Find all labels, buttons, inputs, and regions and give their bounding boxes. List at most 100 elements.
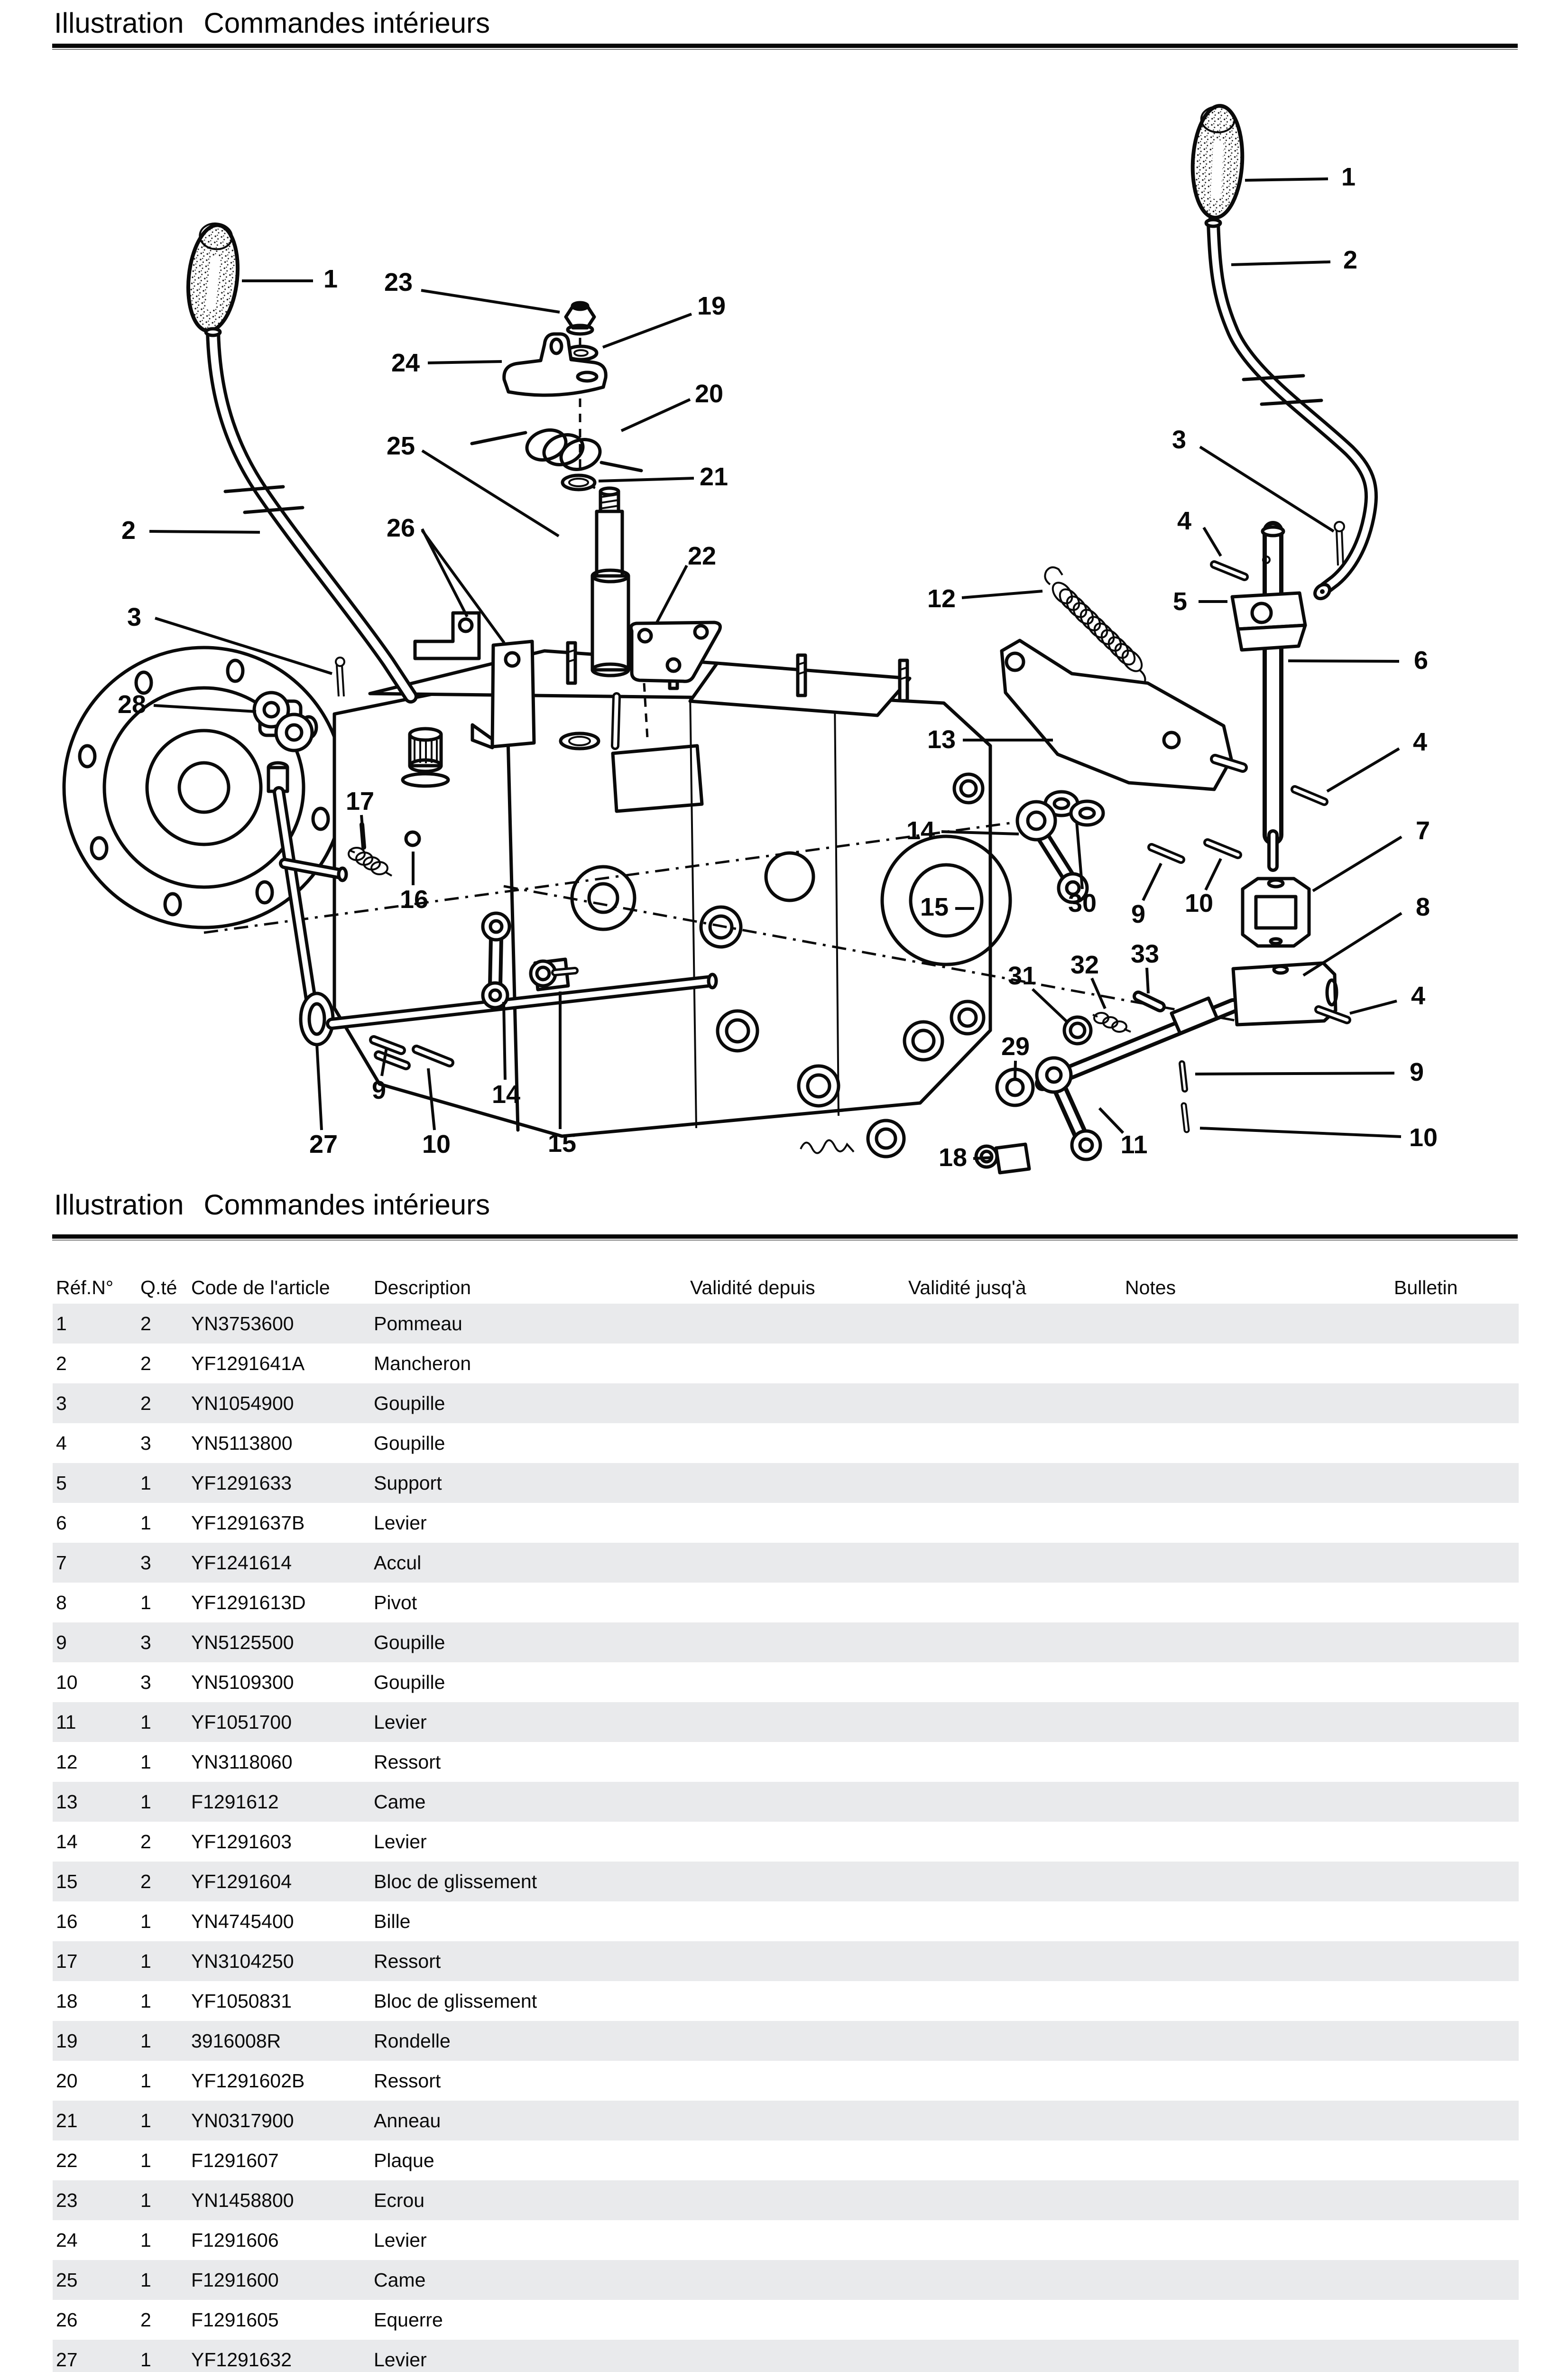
link-lever-14-left bbox=[481, 911, 511, 1010]
exploded-diagram: 1231924202521262223281716279101415123451… bbox=[62, 104, 1438, 1175]
callout-leader-line bbox=[1031, 988, 1070, 1024]
page-title-subject: Commandes intérieurs bbox=[203, 7, 490, 39]
cell-description: Ressort bbox=[374, 1751, 441, 1773]
long-shaft bbox=[326, 973, 718, 1030]
callout-label-29: 29 bbox=[1001, 1032, 1030, 1061]
callout-label-17: 17 bbox=[346, 787, 374, 815]
callout-label-16: 16 bbox=[400, 885, 428, 914]
ring-31 bbox=[1062, 1015, 1093, 1046]
plate-22 bbox=[629, 621, 722, 739]
cell-qty: 2 bbox=[140, 1352, 151, 1374]
cell-description: Support bbox=[374, 1472, 442, 1494]
bell-housing-art bbox=[62, 646, 346, 929]
pin-10-mid bbox=[1203, 838, 1242, 859]
callout-leader-line bbox=[421, 289, 560, 314]
callout-leader-line bbox=[1312, 835, 1402, 892]
cell-qty: 3 bbox=[140, 1551, 151, 1574]
cell-description: Goupille bbox=[374, 1392, 445, 1414]
cell-qty: 3 bbox=[140, 1631, 151, 1653]
callout-leader-line bbox=[941, 830, 1019, 835]
cell-description: Bloc de glissement bbox=[374, 1870, 537, 1892]
lever-24 bbox=[502, 332, 608, 397]
cell-qty: 2 bbox=[140, 1392, 151, 1414]
callout-label-21: 21 bbox=[700, 463, 728, 491]
cell-code: F1291607 bbox=[191, 2149, 279, 2171]
cell-code: YN3118060 bbox=[191, 1751, 293, 1773]
cell-ref: 2 bbox=[56, 1352, 67, 1374]
pivot-8-assembly bbox=[1035, 961, 1338, 1091]
callout-label-26: 26 bbox=[387, 514, 415, 542]
callout-leader-line bbox=[1204, 858, 1222, 891]
cell-code: YF1291641A bbox=[191, 1352, 305, 1374]
callout-leader-line bbox=[427, 360, 502, 364]
cell-ref: 27 bbox=[56, 2348, 78, 2371]
callout-label-7: 7 bbox=[1416, 816, 1430, 845]
cell-qty: 1 bbox=[140, 1472, 151, 1494]
callout-label-9: 9 bbox=[1131, 900, 1145, 928]
table-rule bbox=[52, 1234, 1518, 1239]
callout-leader-line bbox=[655, 565, 688, 623]
callout-leader-line bbox=[1245, 177, 1328, 182]
cell-ref: 19 bbox=[56, 2029, 78, 2052]
callout-label-14: 14 bbox=[906, 816, 935, 845]
cell-code: YF1050831 bbox=[191, 1990, 292, 2012]
callout-label-1: 1 bbox=[323, 265, 338, 293]
cell-code: YN1458800 bbox=[191, 2189, 294, 2211]
callout-label-14: 14 bbox=[492, 1080, 520, 1109]
support-5 bbox=[1230, 591, 1307, 652]
cell-ref: 5 bbox=[56, 1472, 67, 1494]
cell-description: Pommeau bbox=[374, 1312, 462, 1334]
cell-code: YN5113800 bbox=[191, 1432, 293, 1454]
callout-label-20: 20 bbox=[695, 380, 723, 408]
cell-code: F1291605 bbox=[191, 2308, 279, 2331]
slide-block-15-left bbox=[529, 957, 579, 991]
cell-qty: 1 bbox=[140, 2069, 151, 2092]
callout-label-15: 15 bbox=[548, 1129, 576, 1158]
cell-description: Rondelle bbox=[374, 2029, 451, 2052]
ball-16 bbox=[404, 830, 421, 847]
left-lever-art bbox=[186, 222, 418, 704]
cell-qty: 3 bbox=[140, 1671, 151, 1693]
callout-label-9: 9 bbox=[1410, 1058, 1424, 1086]
cell-qty: 1 bbox=[140, 2189, 151, 2211]
cell-qty: 1 bbox=[140, 2149, 151, 2171]
right-lever-art bbox=[1190, 104, 1378, 601]
cell-qty: 3 bbox=[140, 1432, 151, 1454]
cell-ref: 6 bbox=[56, 1511, 67, 1534]
cell-description: Bille bbox=[374, 1910, 411, 1932]
callout-label-13: 13 bbox=[927, 725, 956, 754]
cell-ref: 15 bbox=[56, 1870, 78, 1892]
callout-leader-line bbox=[1349, 1000, 1397, 1015]
callout-label-24: 24 bbox=[391, 349, 420, 377]
cell-description: Came bbox=[374, 2269, 426, 2291]
callout-leader-line bbox=[1195, 1072, 1395, 1075]
cell-ref: 12 bbox=[56, 1751, 78, 1773]
cell-description: Bloc de glissement bbox=[374, 1990, 537, 2012]
clamp-28 bbox=[252, 691, 314, 752]
callout-label-18: 18 bbox=[939, 1143, 967, 1172]
callout-label-25: 25 bbox=[387, 432, 415, 460]
callout-leader-line bbox=[620, 398, 691, 432]
column-header: Validité depuis bbox=[690, 1277, 815, 1298]
cell-description: Levier bbox=[374, 2348, 427, 2371]
cell-ref: 20 bbox=[56, 2069, 78, 2092]
cell-qty: 1 bbox=[140, 2109, 151, 2131]
cell-ref: 17 bbox=[56, 1950, 78, 1972]
cam-shaft-25 bbox=[590, 486, 630, 677]
callout-leader-line bbox=[421, 528, 469, 618]
gear-knob-right bbox=[1190, 104, 1245, 220]
signature-squiggle bbox=[800, 1139, 855, 1154]
